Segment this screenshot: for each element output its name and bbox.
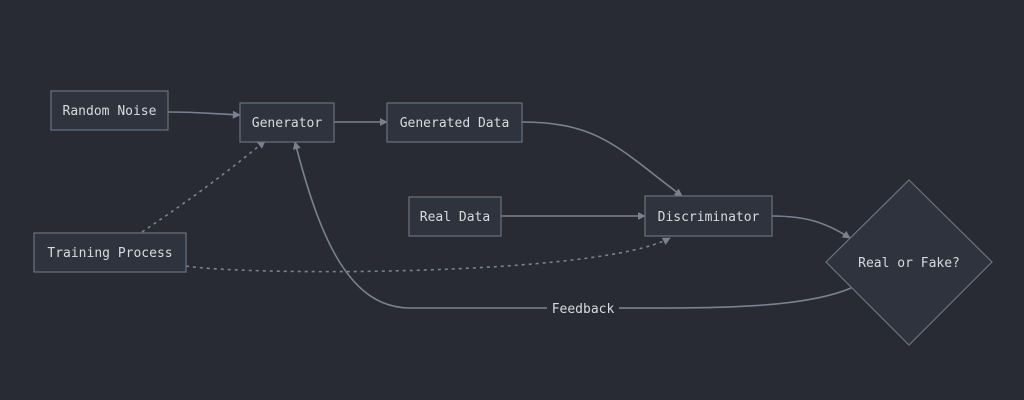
node-real-or-fake-label: Real or Fake?	[858, 256, 960, 271]
node-discriminator-label: Discriminator	[658, 210, 760, 225]
node-generator-label: Generator	[252, 116, 323, 131]
node-real-data[interactable]: Real Data	[408, 196, 502, 237]
node-generated-data[interactable]: Generated Data	[386, 102, 523, 143]
node-training-process-label: Training Process	[47, 246, 172, 261]
feedback-label-bg	[547, 299, 619, 317]
edge-feedback-to-generator	[292, 141, 852, 309]
node-random-noise-label: Random Noise	[63, 104, 157, 119]
node-real-data-label: Real Data	[420, 210, 490, 225]
edge-training-to-discriminator	[185, 237, 671, 273]
node-generator[interactable]: Generator	[239, 102, 335, 143]
node-random-noise[interactable]: Random Noise	[50, 90, 169, 131]
edge-training-to-generator	[141, 140, 266, 233]
feedback-label: Feedback	[552, 302, 615, 317]
edge-noise-to-generator	[167, 110, 241, 119]
edge-generated-data-to-discriminator	[521, 121, 683, 197]
node-real-or-fake[interactable]: Real or Fake?	[825, 179, 993, 346]
node-generated-data-label: Generated Data	[400, 116, 510, 131]
node-training-process[interactable]: Training Process	[33, 232, 187, 273]
edge-discriminator-to-decision	[771, 215, 851, 239]
node-discriminator[interactable]: Discriminator	[644, 195, 773, 237]
